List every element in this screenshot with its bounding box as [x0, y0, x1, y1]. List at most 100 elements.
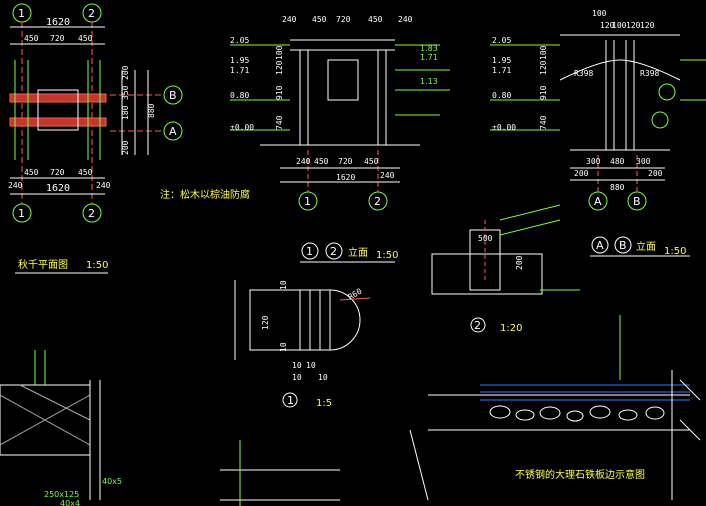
e12-bot-4: 450: [364, 157, 379, 166]
d2-dim-width: 500: [478, 234, 493, 243]
plan-view: [9, 3, 183, 223]
elevation-A-B: [490, 34, 706, 257]
detail-1: [234, 280, 371, 408]
left-detail: [0, 350, 340, 506]
section-title: 不锈钢的大理石铁板边示意图: [515, 468, 645, 481]
eab-top-4: 120: [626, 21, 641, 30]
e12-vert-4: 740: [275, 115, 284, 130]
eab-title-a: A: [596, 239, 604, 252]
eab-vert-1: 100: [539, 45, 548, 60]
e12-axis-1: 1: [304, 195, 311, 208]
e12-top-1: 240: [282, 15, 297, 24]
plan-note: 注：松木以棕油防腐: [160, 188, 250, 201]
plan-bot-seg-2: 720: [50, 168, 65, 177]
e12-scale: 1:50: [376, 250, 398, 261]
plan-scale: 1:50: [86, 260, 108, 271]
plan-axis-1-top: 1: [18, 7, 25, 20]
d1-dim-6: 10: [292, 373, 302, 382]
eab-level-3: 1.71: [492, 66, 511, 75]
eab-bot-3: 480: [610, 157, 625, 166]
d1-dim-5: 10: [306, 361, 316, 370]
eab-bot-total: 880: [610, 183, 625, 192]
d1-number: 1: [287, 394, 294, 407]
plan-title: 秋千平面图: [18, 258, 68, 271]
eab-title-b: B: [619, 239, 627, 252]
plan-vert-4: 180: [121, 105, 130, 120]
axis-circle-B: [163, 85, 183, 105]
e12-bot-2: 450: [314, 157, 329, 166]
eab-top-2: 120: [600, 21, 615, 30]
plan-top-seg-3: 450: [78, 34, 93, 43]
d2-scale: 1:20: [500, 323, 522, 334]
eab-bot-5: 200: [648, 169, 663, 178]
e12-title-b: 2: [330, 245, 337, 258]
e12-bot-1: 240: [296, 157, 311, 166]
e12-title: 立面: [348, 246, 368, 259]
plan-top-seg-2: 720: [50, 34, 65, 43]
plan-bot-seg-1: 450: [24, 168, 39, 177]
e12-bot-3: 720: [338, 157, 353, 166]
eab-top-1: 100: [592, 9, 607, 18]
eab-bot-2: 300: [586, 157, 601, 166]
e12-axis-2: 2: [374, 195, 381, 208]
e12-bot-total: 1620: [336, 173, 355, 182]
e12-vert-1: 100: [275, 45, 284, 60]
axis-circle-A: [163, 121, 183, 141]
plan-vert-5: 200: [121, 140, 130, 155]
eab-top-3: 100: [612, 21, 627, 30]
plan-axis-A: A: [169, 125, 177, 138]
e12-note-2: 1.71: [420, 53, 438, 62]
plan-bot-total: 1620: [46, 183, 70, 194]
eab-scale: 1:50: [664, 246, 686, 257]
eab-level-5: ±0.00: [492, 123, 516, 132]
e12-top-5: 240: [398, 15, 413, 24]
eab-r-right: R398: [640, 69, 659, 78]
eab-level-2: 1.95: [492, 56, 511, 65]
plan-vert-1: 200: [121, 65, 130, 80]
eab-level-4: 0.80: [492, 91, 511, 100]
e12-note-3: 1.13: [420, 77, 438, 86]
plan-side-right: 240: [96, 181, 111, 190]
e12-level-2: 1.95: [230, 56, 249, 65]
eab-vert-2: 120: [539, 60, 548, 75]
plan-axis-1-bottom: 1: [18, 207, 25, 220]
eab-axis-A: A: [594, 195, 602, 208]
plan-vert-3: 880: [147, 103, 156, 118]
plan-top-total: 1620: [46, 17, 70, 28]
elevation-1-2: [230, 39, 450, 263]
eab-title: 立面: [636, 240, 656, 253]
section-view: [409, 315, 701, 501]
d1-dim-1: 10: [279, 280, 288, 290]
e12-title-a: 1: [306, 245, 313, 258]
e12-level-5: ±0.00: [230, 123, 254, 132]
e12-top-3: 720: [336, 15, 351, 24]
plan-top-seg-1: 450: [24, 34, 39, 43]
plan-axis-B: B: [169, 89, 177, 102]
eab-bot-1: 200: [574, 169, 589, 178]
eab-vert-4: 740: [539, 115, 548, 130]
eab-r-left: R398: [574, 69, 593, 78]
e12-level-3: 1.71: [230, 66, 249, 75]
e12-vert-3: 910: [275, 85, 284, 100]
plan-bot-seg-3: 450: [78, 168, 93, 177]
detail-2: [431, 204, 580, 333]
e12-note-1: 1.83: [420, 44, 438, 53]
left-dim-3: 40x4: [60, 499, 80, 506]
eab-top-5: 120: [640, 21, 655, 30]
plan-vert-2: 350: [121, 85, 130, 100]
e12-bot-5: 240: [380, 171, 395, 180]
d1-dim-3: 10: [279, 342, 288, 352]
eab-vert-3: 910: [539, 85, 548, 100]
eab-axis-B: B: [633, 195, 641, 208]
plan-axis-2-top: 2: [88, 7, 95, 20]
eab-level-1: 2.05: [492, 36, 511, 45]
e12-level-4: 0.80: [230, 91, 249, 100]
d2-number: 2: [474, 319, 481, 332]
e12-level-1: 2.05: [230, 36, 249, 45]
e12-vert-2: 120: [275, 60, 284, 75]
d1-dim-4: 10: [292, 361, 302, 370]
d1-dim-7: 10: [318, 373, 328, 382]
plan-axis-2-bottom: 2: [88, 207, 95, 220]
